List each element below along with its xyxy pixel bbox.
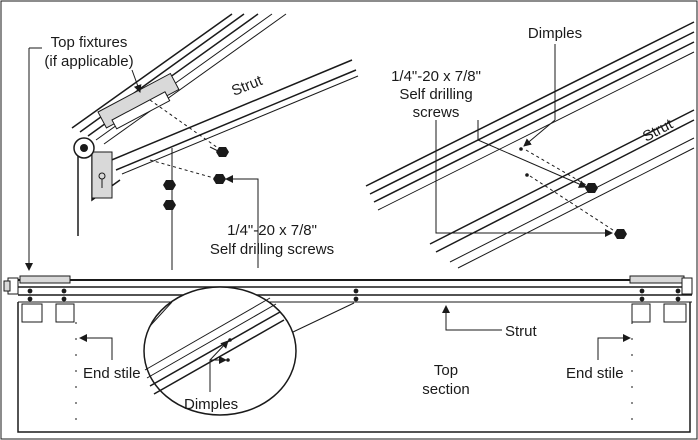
top-fixtures-label: Top fixtures	[51, 34, 128, 51]
upper-left-detail	[25, 13, 359, 271]
dimple-icon	[519, 147, 523, 151]
dimples-label-upper-right: Dimples	[528, 25, 582, 42]
top-section-assembly	[3, 275, 693, 433]
top-section-sublabel: section	[422, 381, 470, 398]
strut-label-main: Strut	[505, 323, 538, 340]
end-stile-label-right: End stile	[566, 365, 624, 382]
screw-icon	[163, 200, 176, 210]
dimple-icon	[226, 358, 230, 362]
strut-label-upper-left: Strut	[229, 72, 266, 100]
screws-label-right: 1/4"-20 x 7/8"	[391, 68, 481, 85]
screw-icon	[209, 146, 229, 157]
screws-sublabel-right-2: screws	[413, 104, 460, 121]
top-fixtures-sublabel: (if applicable)	[44, 53, 133, 70]
dimple-icon	[228, 338, 232, 342]
labels: Top fixtures (if applicable) Strut 1/4"-…	[44, 25, 676, 413]
upper-right-detail	[365, 21, 695, 269]
screw-icon	[163, 180, 176, 190]
screws-label-left: 1/4"-20 x 7/8"	[227, 222, 317, 239]
end-stile-label-left: End stile	[83, 365, 141, 382]
screws-sublabel-left: Self drilling screws	[210, 241, 334, 258]
strut-label-upper-right: Strut	[640, 115, 677, 145]
magnifier-callout	[143, 286, 297, 416]
dimples-label-magnifier: Dimples	[184, 396, 238, 413]
screws-sublabel-right: Self drilling	[399, 86, 472, 103]
top-section-label: Top	[434, 362, 458, 379]
screw-icon	[585, 183, 598, 193]
dimple-icon	[525, 173, 529, 177]
screw-icon	[614, 229, 627, 239]
